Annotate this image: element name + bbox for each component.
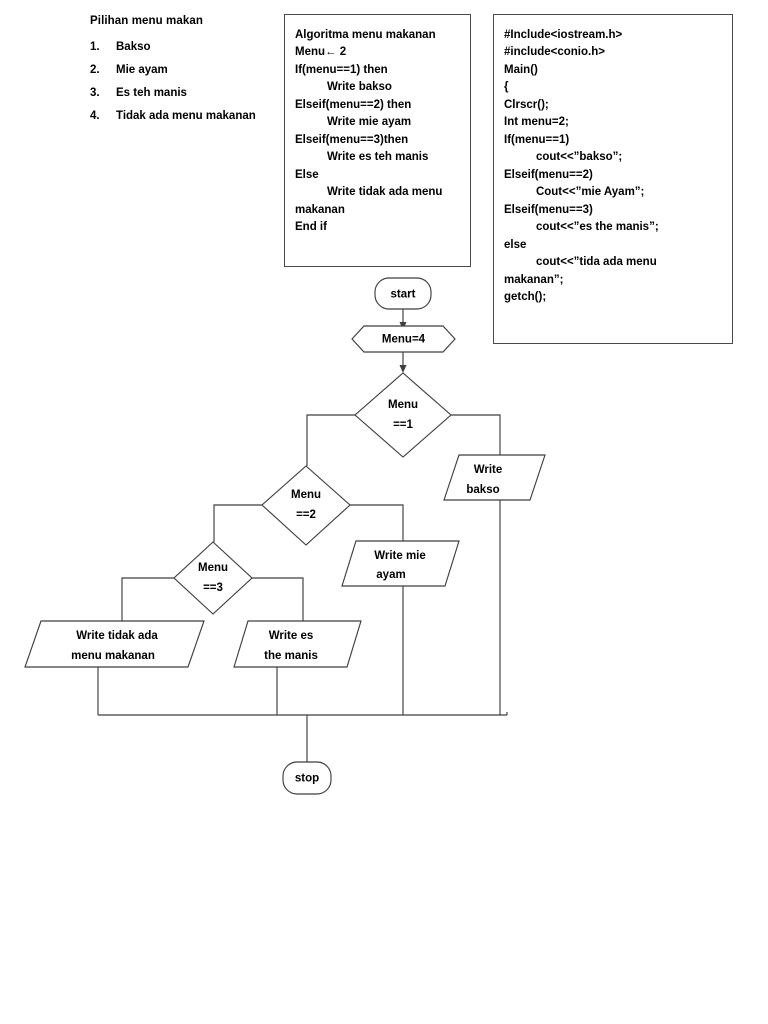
list-item-number: 2. — [90, 64, 100, 76]
node-start[interactable] — [374, 277, 432, 310]
node-output-tidak-line2: menu makanan — [71, 650, 155, 662]
source-code-box: #Include<iostream.h> #include<conio.h> M… — [493, 14, 733, 344]
menu-choices-panel: Pilihan menu makan 1. Bakso 2. Mie ayam … — [90, 15, 300, 133]
list-item-number: 1. — [90, 41, 100, 53]
node-decision-menu-2-line1: Menu — [291, 489, 321, 501]
arrowhead-icon — [399, 365, 407, 373]
node-output-mie-ayam-line2: ayam — [376, 569, 405, 581]
node-output-mie-ayam[interactable] — [341, 540, 460, 587]
node-output-tidak-ada-menu[interactable] — [24, 620, 205, 668]
connector-decision2-to-decision3 — [213, 504, 262, 542]
list-item: 3. Es teh manis — [90, 87, 300, 99]
list-item-number: 3. — [90, 87, 100, 99]
list-item-label: Mie ayam — [116, 64, 168, 76]
node-output-es-the-manis[interactable] — [233, 620, 362, 668]
node-decision-menu-2[interactable] — [261, 465, 351, 546]
node-output-bakso[interactable] — [443, 454, 546, 501]
node-start-label: start — [391, 289, 416, 301]
menu-choices-list: 1. Bakso 2. Mie ayam 3. Es teh manis 4. … — [90, 41, 300, 122]
connector-decision2-to-output-mie — [350, 504, 404, 541]
node-decision-menu-3-line1: Menu — [198, 562, 228, 574]
list-item-number: 4. — [90, 110, 100, 122]
list-item: 1. Bakso — [90, 41, 300, 53]
node-stop[interactable] — [282, 761, 332, 795]
list-item: 4. Tidak ada menu makanan — [90, 110, 300, 122]
node-decision-menu-3[interactable] — [173, 541, 253, 615]
node-init-menu-label: Menu=4 — [382, 334, 426, 346]
node-stop-label: stop — [295, 773, 319, 785]
menu-choices-title: Pilihan menu makan — [90, 15, 203, 27]
connector-decision1-to-decision2 — [306, 414, 355, 466]
list-item-label: Bakso — [116, 41, 151, 53]
connector-decision3-to-output-tidak — [121, 577, 174, 621]
list-item: 2. Mie ayam — [90, 64, 300, 76]
node-output-tidak-line1: Write tidak ada — [76, 630, 158, 642]
node-decision-menu-1[interactable] — [354, 372, 452, 458]
connector-decision1-to-output-bakso — [451, 414, 501, 455]
node-init-menu[interactable] — [351, 325, 456, 353]
list-item-label: Tidak ada menu makanan — [116, 110, 256, 122]
node-output-es-line1: Write es — [269, 630, 314, 642]
node-output-es-line2: the manis — [264, 650, 318, 662]
algorithm-pseudocode-box: Algoritma menu makanan Menu← 2 If(menu==… — [284, 14, 471, 267]
node-decision-menu-1-line2: ==1 — [393, 419, 413, 431]
node-decision-menu-2-line2: ==2 — [296, 509, 316, 521]
node-decision-menu-3-line2: ==3 — [203, 582, 223, 594]
node-output-bakso-line1: Write — [474, 464, 503, 476]
node-output-mie-ayam-line1: Write mie — [374, 550, 426, 562]
connector-decision3-to-output-es — [252, 577, 304, 621]
list-item-label: Es teh manis — [116, 87, 187, 99]
node-decision-menu-1-line1: Menu — [388, 399, 418, 411]
node-output-bakso-line2: bakso — [466, 484, 499, 496]
